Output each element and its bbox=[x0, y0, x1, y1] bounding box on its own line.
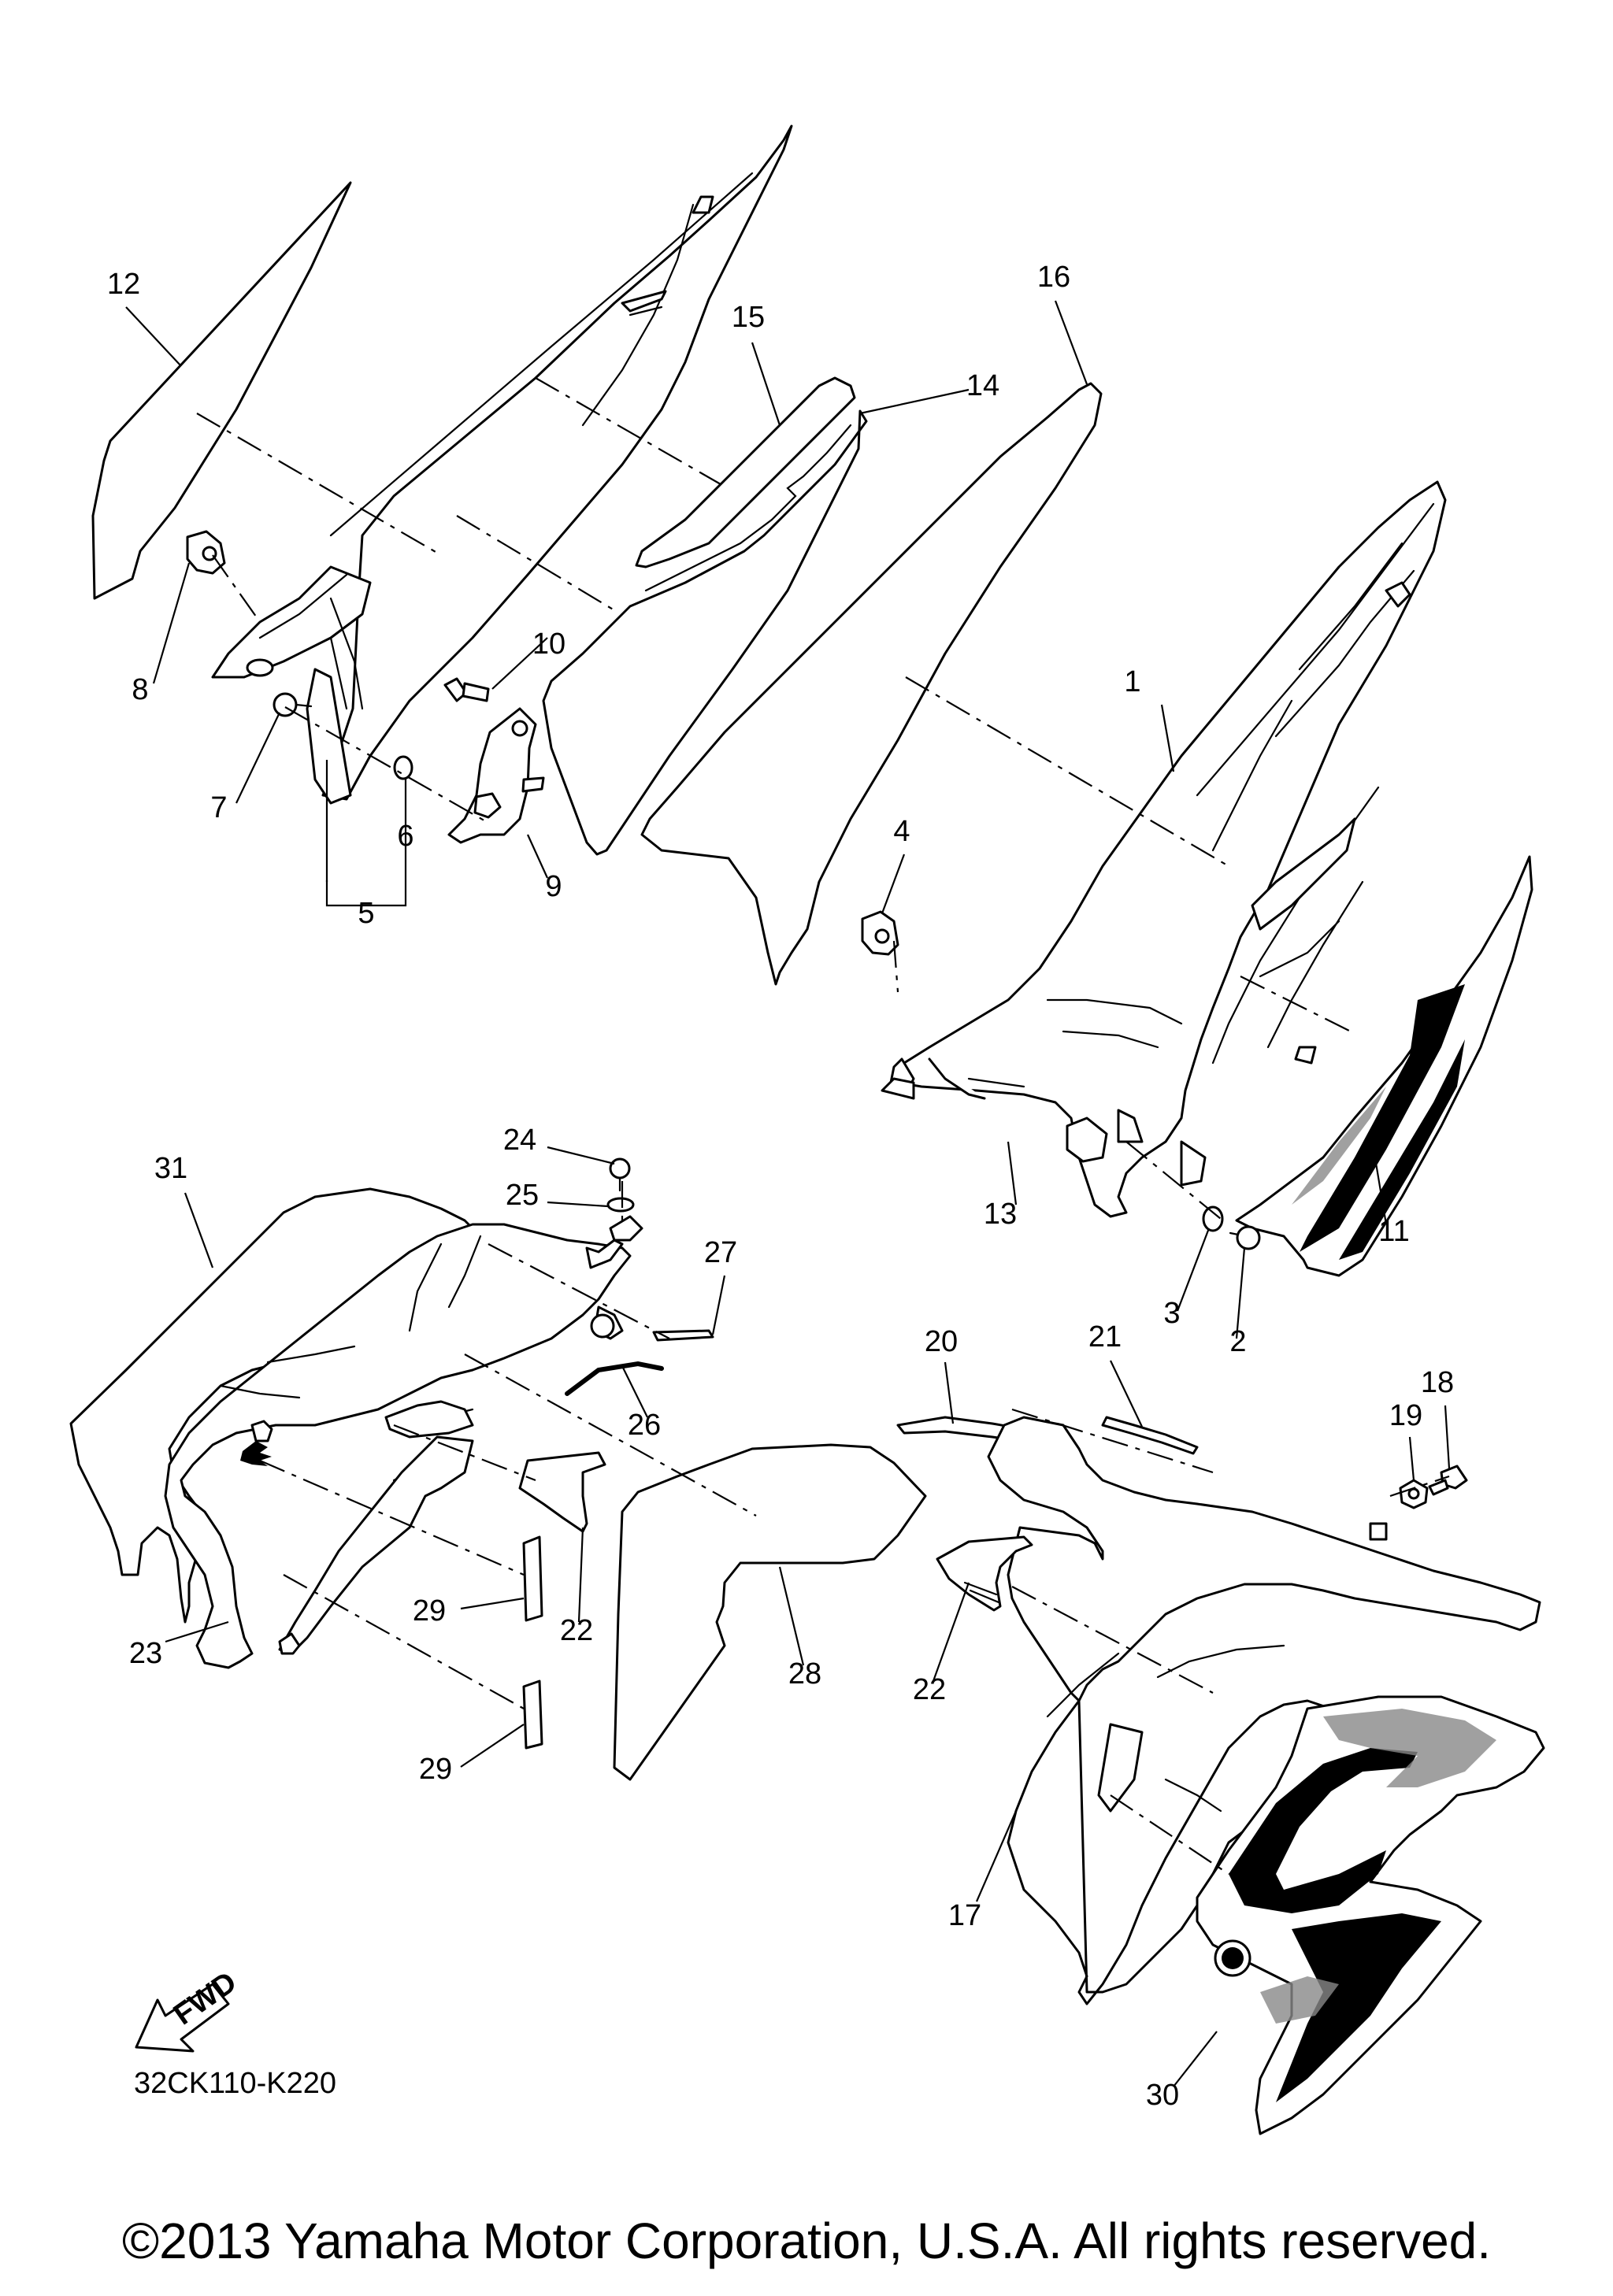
part-26-seal bbox=[565, 1361, 664, 1396]
callout-c13: 13 bbox=[984, 1198, 1017, 1231]
part-1-side-cover bbox=[881, 480, 1447, 1218]
callout-c29b: 29 bbox=[419, 1753, 452, 1786]
callout-c23: 23 bbox=[129, 1637, 162, 1670]
part-2-screw bbox=[1229, 1225, 1261, 1250]
part-29a-pad bbox=[522, 1535, 543, 1622]
part-25-washer bbox=[606, 1197, 643, 1242]
callout-c27: 27 bbox=[704, 1236, 737, 1269]
callout-c12: 12 bbox=[107, 268, 140, 301]
callout-c24: 24 bbox=[503, 1124, 536, 1157]
callout-c26: 26 bbox=[628, 1409, 661, 1442]
callout-c11: 11 bbox=[1378, 1215, 1409, 1248]
part-30-graphic bbox=[1196, 1695, 1545, 2135]
part-15-strip bbox=[635, 376, 856, 568]
callout-c6: 6 bbox=[397, 820, 413, 853]
callout-c19: 19 bbox=[1389, 1399, 1422, 1432]
callout-c20: 20 bbox=[925, 1325, 958, 1358]
part-17-side bbox=[987, 1416, 1541, 2005]
callout-c28: 28 bbox=[788, 1657, 821, 1691]
callout-c7: 7 bbox=[210, 791, 227, 824]
part-9-bracket bbox=[447, 707, 545, 844]
callout-c30: 30 bbox=[1146, 2079, 1179, 2112]
part-10-bolt bbox=[443, 677, 490, 702]
emblem-small bbox=[240, 1441, 272, 1466]
diagram-code: 32CK110-K220 bbox=[134, 2067, 336, 2100]
callout-c1: 1 bbox=[1124, 665, 1140, 698]
part-24-screw bbox=[609, 1157, 631, 1192]
callout-c9: 9 bbox=[545, 870, 562, 903]
part-14-panel bbox=[542, 409, 868, 856]
leader-lines bbox=[125, 300, 1451, 2087]
part-6-washer bbox=[393, 755, 413, 780]
callout-c3: 3 bbox=[1163, 1297, 1180, 1330]
part-21-strip bbox=[1101, 1416, 1199, 1455]
fwd-arrow: FWD bbox=[135, 1965, 243, 2053]
callout-c8: 8 bbox=[132, 673, 148, 706]
part-22a-clip bbox=[518, 1451, 606, 1533]
part-3-washer bbox=[1202, 1205, 1224, 1232]
part-8-nut bbox=[186, 530, 226, 575]
callout-c22a: 22 bbox=[560, 1614, 593, 1647]
callout-c16: 16 bbox=[1037, 261, 1070, 294]
part-18-bolt bbox=[1428, 1465, 1468, 1496]
callout-c5: 5 bbox=[358, 897, 374, 930]
part-12-cover bbox=[91, 181, 352, 600]
callout-c21: 21 bbox=[1088, 1320, 1122, 1354]
callout-c22b: 22 bbox=[913, 1673, 946, 1706]
part-28-panel bbox=[613, 1443, 927, 1781]
part-4-nut bbox=[861, 910, 899, 956]
callout-c31: 31 bbox=[154, 1152, 187, 1185]
part-16-panel bbox=[640, 382, 1103, 986]
callout-c17: 17 bbox=[948, 1899, 981, 1932]
callout-c14: 14 bbox=[966, 369, 999, 402]
side-cover-left-upper bbox=[211, 124, 793, 805]
callout-c10: 10 bbox=[532, 628, 565, 661]
assembly-lines bbox=[196, 377, 1450, 1875]
callout-c4: 4 bbox=[893, 815, 910, 848]
part-7-screw bbox=[273, 692, 313, 717]
part-29b-pad bbox=[522, 1679, 543, 1750]
callout-c15: 15 bbox=[732, 301, 765, 334]
copyright-notice: ©2013 Yamaha Motor Corporation, U.S.A. A… bbox=[122, 2213, 1491, 2269]
callout-c29a: 29 bbox=[413, 1594, 446, 1628]
callout-c18: 18 bbox=[1421, 1366, 1454, 1399]
callout-c25: 25 bbox=[506, 1179, 539, 1212]
callout-c2: 2 bbox=[1229, 1325, 1246, 1358]
part-11-graphic bbox=[1235, 855, 1533, 1277]
